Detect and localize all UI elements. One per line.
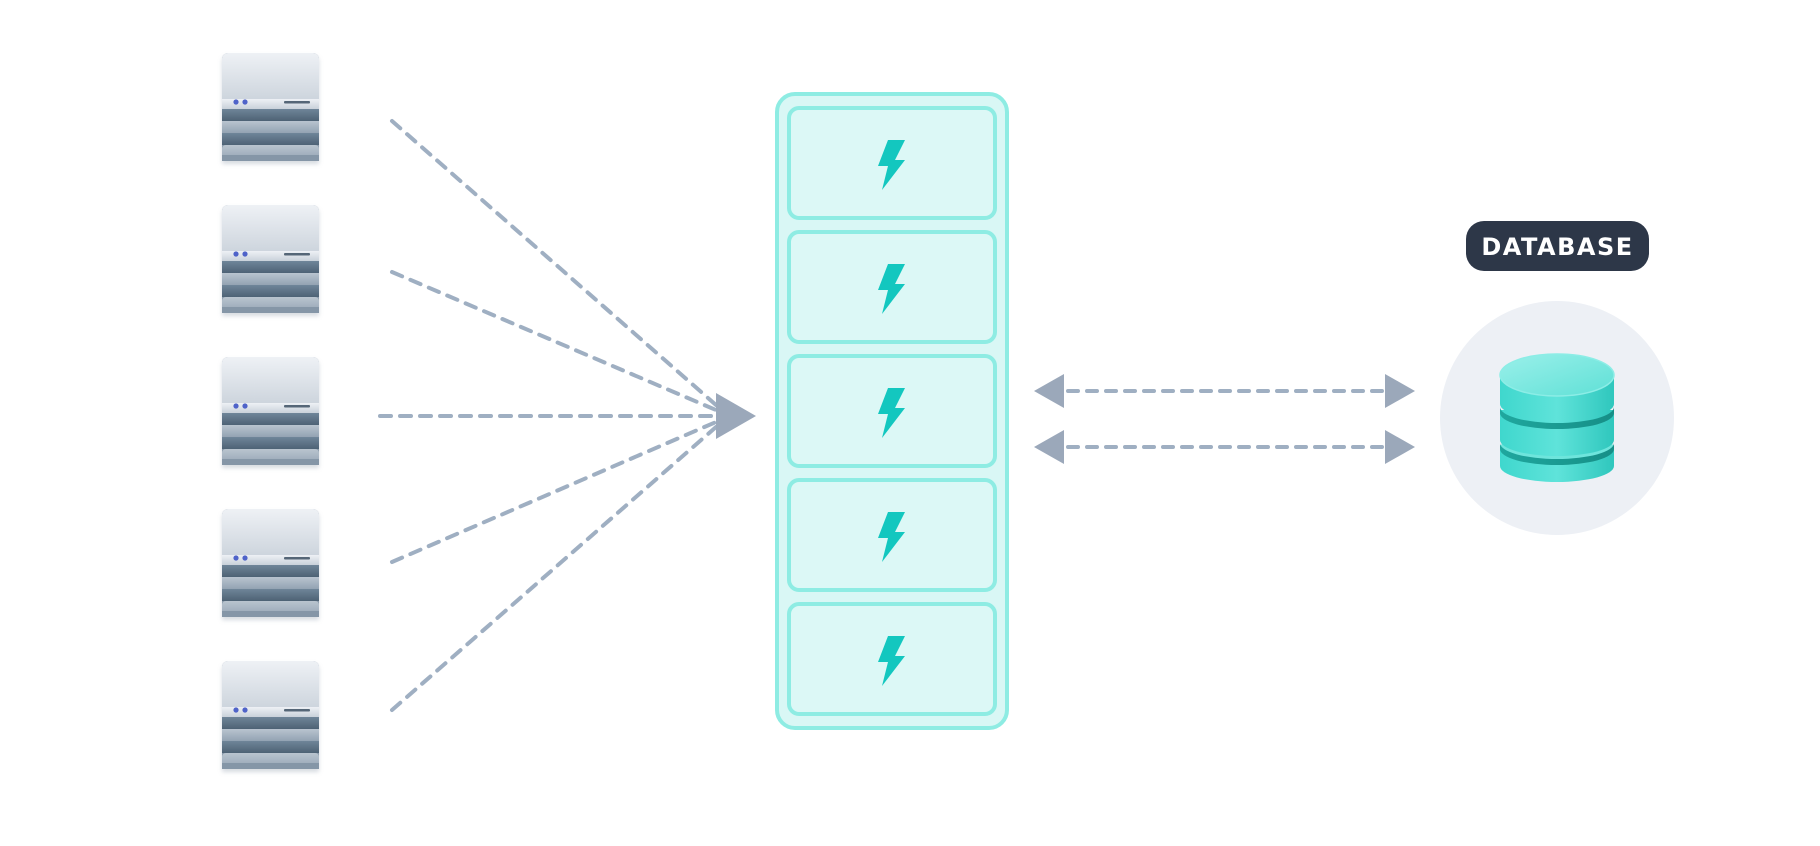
database-icon bbox=[1499, 353, 1615, 482]
database-label: DATABASE bbox=[1481, 233, 1633, 261]
connection-pool bbox=[775, 92, 1009, 730]
bidirectional-connectors bbox=[1034, 374, 1415, 464]
pool-connection-slot bbox=[787, 106, 997, 220]
arrow-right-icon bbox=[1385, 430, 1415, 464]
fan-in-connectors bbox=[378, 119, 718, 712]
server-icon bbox=[222, 53, 319, 161]
arrow-left-icon bbox=[1034, 374, 1064, 408]
lightning-bolt-icon bbox=[878, 636, 905, 686]
arrowhead-icon bbox=[716, 393, 756, 439]
connector-line bbox=[390, 420, 718, 564]
pool-connection-slot bbox=[787, 478, 997, 592]
lightning-bolt-icon bbox=[878, 512, 905, 562]
connector-line bbox=[390, 119, 718, 407]
server-stack-column bbox=[222, 53, 319, 769]
lightning-bolt-icon bbox=[878, 388, 905, 438]
server-icon bbox=[222, 661, 319, 769]
pool-connection-slot bbox=[787, 230, 997, 344]
connector-line bbox=[390, 270, 718, 412]
database-node: DATABASE bbox=[1440, 221, 1674, 535]
server-icon bbox=[222, 509, 319, 617]
pool-connection-slot bbox=[787, 602, 997, 716]
connector-line bbox=[390, 425, 718, 712]
arrow-left-icon bbox=[1034, 430, 1064, 464]
lightning-bolt-icon bbox=[878, 140, 905, 190]
server-icon bbox=[222, 357, 319, 465]
pool-connection-slot bbox=[787, 354, 997, 468]
server-icon bbox=[222, 205, 319, 313]
lightning-bolt-icon bbox=[878, 264, 905, 314]
database-label-badge bbox=[1466, 221, 1649, 271]
arrow-right-icon bbox=[1385, 374, 1415, 408]
